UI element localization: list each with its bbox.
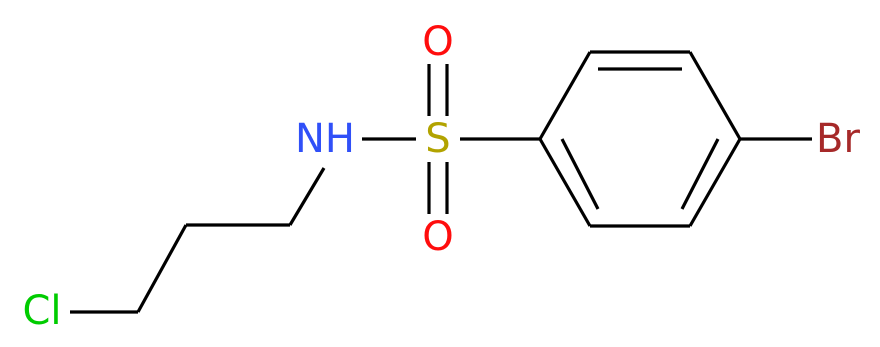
atom-br: Br — [816, 116, 860, 162]
ring-inner-bond-left — [560, 138, 600, 210]
atom-labels: Cl NH S O O Br — [22, 19, 860, 334]
bonds — [70, 50, 812, 314]
ring-bond-4 — [688, 138, 742, 227]
atom-cl: Cl — [22, 288, 61, 334]
ring-bond-6 — [538, 138, 592, 227]
bond-c3-n — [288, 167, 326, 226]
ring-inner-bond-right — [680, 138, 720, 210]
atom-s: S — [425, 116, 450, 162]
ring-bond-1 — [538, 51, 592, 140]
ring-bond-3 — [688, 51, 742, 140]
atom-o-bottom: O — [422, 214, 453, 260]
atom-n: NH — [295, 116, 355, 162]
bond-c1-c2 — [136, 224, 188, 313]
atom-o-top: O — [422, 19, 453, 65]
